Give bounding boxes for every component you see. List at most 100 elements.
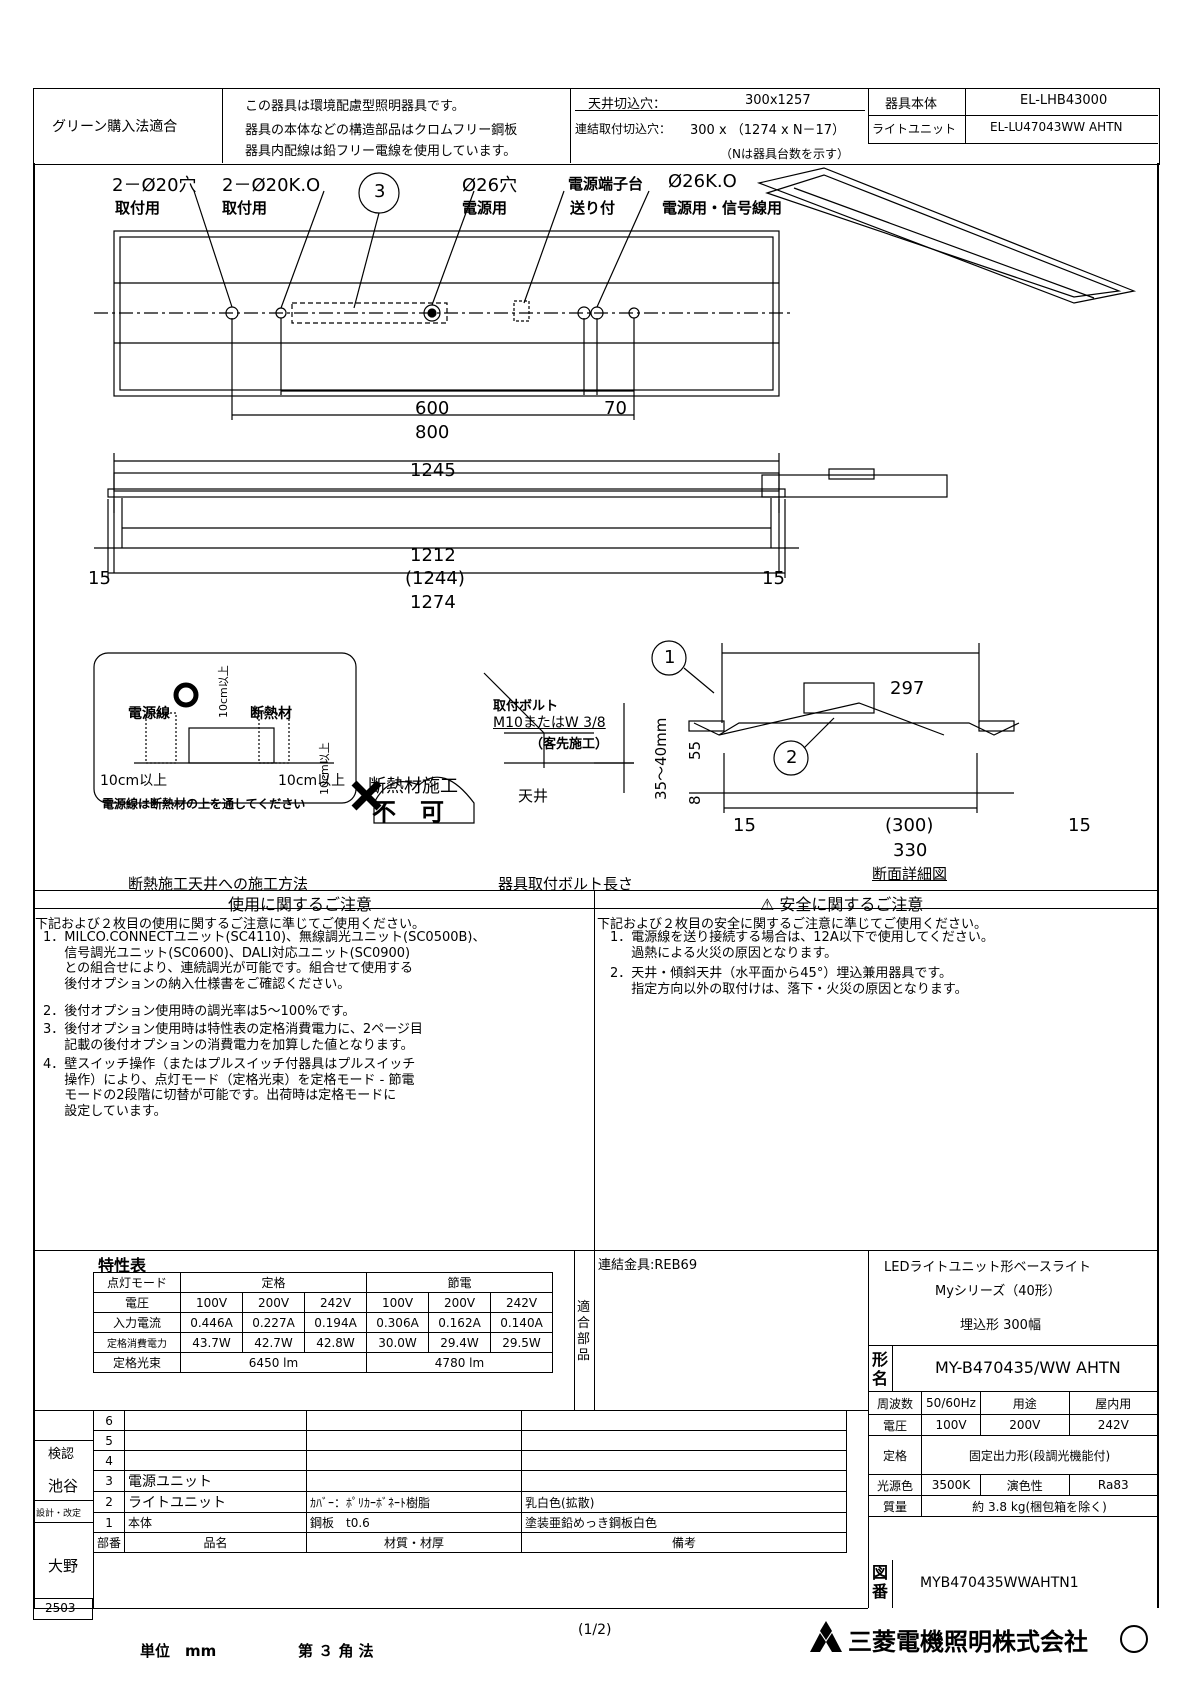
volt-200: 200V (980, 1414, 1070, 1436)
ten-cm-1: 10cm以上 (100, 773, 168, 789)
circle-3-label: 3 (374, 181, 386, 202)
cri-value: Ra83 (1068, 1474, 1158, 1496)
part-no: 5 (92, 1430, 126, 1451)
power-cell: 42.8W (304, 1332, 367, 1353)
usage-item-2: 2．後付オプション使用時の調光率は5～100%です。 (43, 1004, 356, 1019)
joint-label: 連結金具:REB69 (598, 1258, 698, 1273)
part-no: 4 (92, 1450, 126, 1471)
header-part-no: 部番 (92, 1532, 126, 1553)
not-allowed-label: 不 可 (372, 798, 444, 826)
product-line-2: Myシリーズ（40形） (935, 1284, 1061, 1299)
usage-title: 使用に関するご注意 (228, 895, 373, 914)
freq-value: 50/60Hz (921, 1391, 981, 1415)
part-note (521, 1470, 848, 1492)
power-cell: 30.0W (366, 1332, 429, 1353)
hole-sub-3: 電源用 (462, 199, 508, 217)
part-name: 電源ユニット (124, 1470, 308, 1492)
header-material: 材質・材厚 (306, 1532, 523, 1553)
current-label: 入力電流 (93, 1312, 181, 1333)
current-cell: 0.162A (428, 1312, 491, 1333)
header-part-name: 品名 (124, 1532, 308, 1553)
eco-line-2: 器具の本体などの構造部品はクロムフリー鋼板 (245, 123, 518, 138)
voltage-cell: 200V (242, 1292, 305, 1313)
safety-item-2: 2．天井・傾斜天井（水平面から45°）埋込兼用器具です。 指定方向以外の取付けは… (610, 966, 968, 997)
part-note (521, 1450, 848, 1471)
product-spec-table: 周波数 50/60Hz 用途 屋内用 電圧 100V 200V 242V 定格 … (868, 1391, 1158, 1517)
part-note (521, 1430, 848, 1451)
dim-297: 297 (890, 678, 925, 699)
color-value: 3500K (921, 1474, 981, 1496)
dim-800: 800 (415, 422, 450, 443)
mass-value: 約 3.8 kg(梱包箱を除く) (921, 1495, 1158, 1517)
checker-name: 池谷 (48, 1477, 79, 1495)
company-name: 三菱電機照明株式会社 (848, 1628, 1088, 1656)
usage-intro: 下記および２枚目の使用に関するご注意に準じてご使用ください。 (35, 917, 426, 932)
part-name (124, 1450, 308, 1471)
mode-rated: 定格 (180, 1272, 367, 1293)
flux-label: 定格光束 (93, 1352, 181, 1373)
use-label: 用途 (980, 1391, 1070, 1415)
volt-100: 100V (921, 1414, 981, 1436)
ten-cm-4: 10cm以上 (318, 742, 331, 795)
part-material (306, 1410, 523, 1431)
drawing-no-label: 図番 (872, 1563, 889, 1601)
color-label: 光源色 (868, 1474, 922, 1496)
part-name (124, 1430, 308, 1451)
fixture-body-label: 器具本体 (885, 97, 938, 112)
design-label: 設計・改定 (36, 1509, 82, 1519)
light-unit-value: EL-LU47043WW AHTN (990, 120, 1123, 134)
flux-eco: 4780 lm (366, 1352, 553, 1373)
ten-cm-3: 10cm以上 (217, 665, 230, 718)
voltage-cell: 242V (304, 1292, 367, 1313)
insulation-construction: 断熱材施工 (368, 776, 458, 797)
hole-label-4: Ø26K.O (668, 171, 737, 192)
current-cell: 0.306A (366, 1312, 429, 1333)
part-material: ｶﾊﾞｰ：ﾎﾟﾘｶｰﾎﾞﾈｰﾄ樹脂 (306, 1491, 523, 1513)
power-cell: 42.7W (242, 1332, 305, 1353)
power-cell: 29.4W (428, 1332, 491, 1353)
power-label: 定格消費電力 (93, 1332, 181, 1353)
hole-sub-1: 取付用 (115, 199, 161, 217)
insulation-note: 電源線は断熱材の上を通してください (102, 797, 306, 811)
voltage-cell: 100V (180, 1292, 243, 1313)
voltage-cell: 242V (490, 1292, 553, 1313)
hole-sub-2: 取付用 (222, 199, 268, 217)
mode-label: 点灯モード (93, 1272, 181, 1293)
dim-15-right: 15 (762, 568, 785, 589)
part-material (306, 1450, 523, 1471)
volt-label: 電圧 (868, 1414, 922, 1436)
part-name (124, 1410, 308, 1431)
part-material: 鋼板 t0.6 (306, 1512, 523, 1533)
section-circle-1: 1 (664, 647, 676, 668)
use-value: 屋内用 (1068, 1391, 1158, 1415)
voltage-cell: 200V (428, 1292, 491, 1313)
circle-mark-icon (1120, 1625, 1148, 1653)
specs-table: 点灯モード 定格 節電 電圧 100V 200V 242V 100V 200V … (93, 1272, 553, 1373)
light-unit-label: ライトユニット (872, 122, 957, 136)
part-no: 6 (92, 1410, 126, 1431)
safety-item-1: 1．電源線を送り接続する場合は、12A以下で使用してください。 過熱による火災の… (610, 930, 994, 961)
flux-rated: 6450 lm (180, 1352, 367, 1373)
dim-1274: 1274 (410, 592, 456, 613)
voltage-cell: 100V (366, 1292, 429, 1313)
ceiling-label: 天井 (518, 787, 549, 805)
drawing-number: MYB470435WWAHTN1 (920, 1575, 1079, 1591)
bolt-label-1: 取付ボルト (493, 699, 559, 714)
fixture-body-value: EL-LHB43000 (1020, 93, 1108, 108)
safety-intro: 下記および２枚目の安全に関するご注意に準じてご使用ください。 (597, 917, 988, 932)
dim-1245: 1245 (410, 460, 456, 481)
voltage-label: 電圧 (93, 1292, 181, 1313)
dim-15-left: 15 (88, 568, 111, 589)
rating-label: 定格 (868, 1435, 922, 1475)
section-dim-15-left: 15 (733, 815, 756, 836)
current-cell: 0.140A (490, 1312, 553, 1333)
bolt-title: 器具取付ボルト長さ (498, 875, 634, 893)
dim-1212: 1212 (410, 545, 456, 566)
part-name: ライトユニット (124, 1491, 308, 1513)
dim-8: 8 (686, 795, 704, 805)
part-no: 1 (92, 1512, 126, 1533)
section-title: 断面詳細図 (872, 865, 948, 883)
unit-label: 単位 mm (140, 1642, 217, 1660)
current-cell: 0.227A (242, 1312, 305, 1333)
part-note: 塗装亜鉛めっき鋼板白色 (521, 1512, 848, 1533)
